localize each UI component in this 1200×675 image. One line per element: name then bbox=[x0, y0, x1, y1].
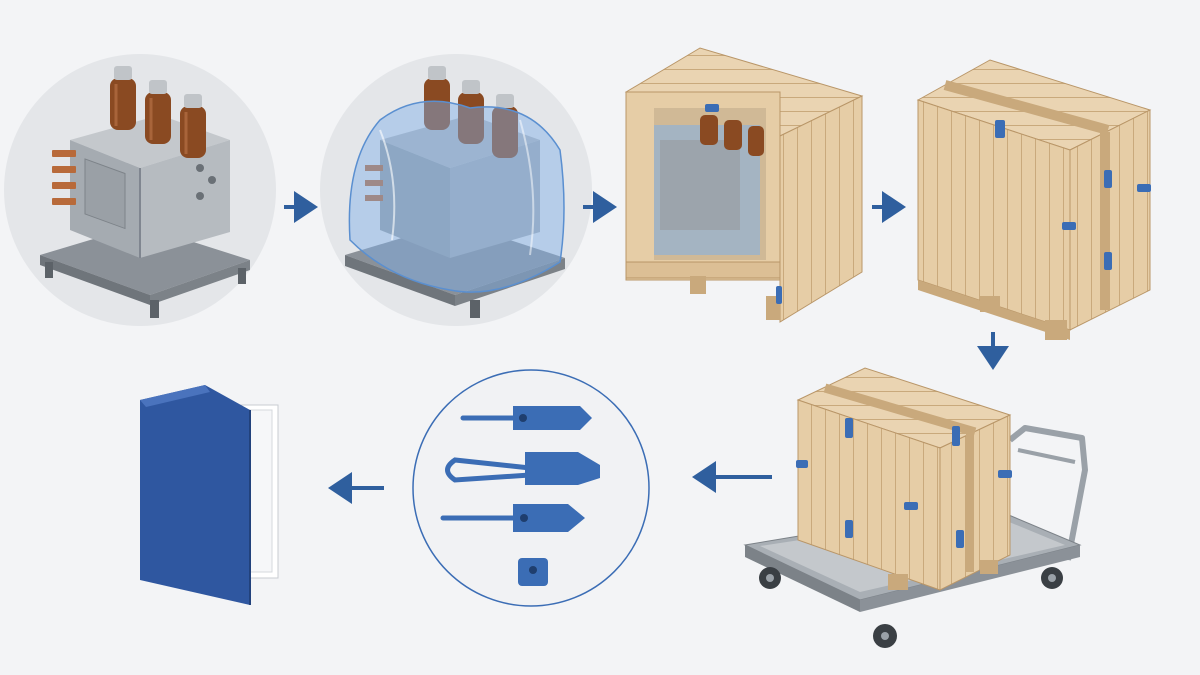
crate-on-trolley-icon bbox=[743, 367, 1088, 648]
vacuum-breaker-unit-icon bbox=[4, 54, 276, 326]
closed-wooden-crate-icon bbox=[916, 59, 1152, 340]
plastic-wrapped-unit-icon bbox=[320, 54, 592, 326]
document-folder-icon bbox=[140, 385, 279, 605]
open-wooden-crate-icon bbox=[624, 47, 864, 323]
security-seal-tags-icon bbox=[412, 369, 650, 607]
